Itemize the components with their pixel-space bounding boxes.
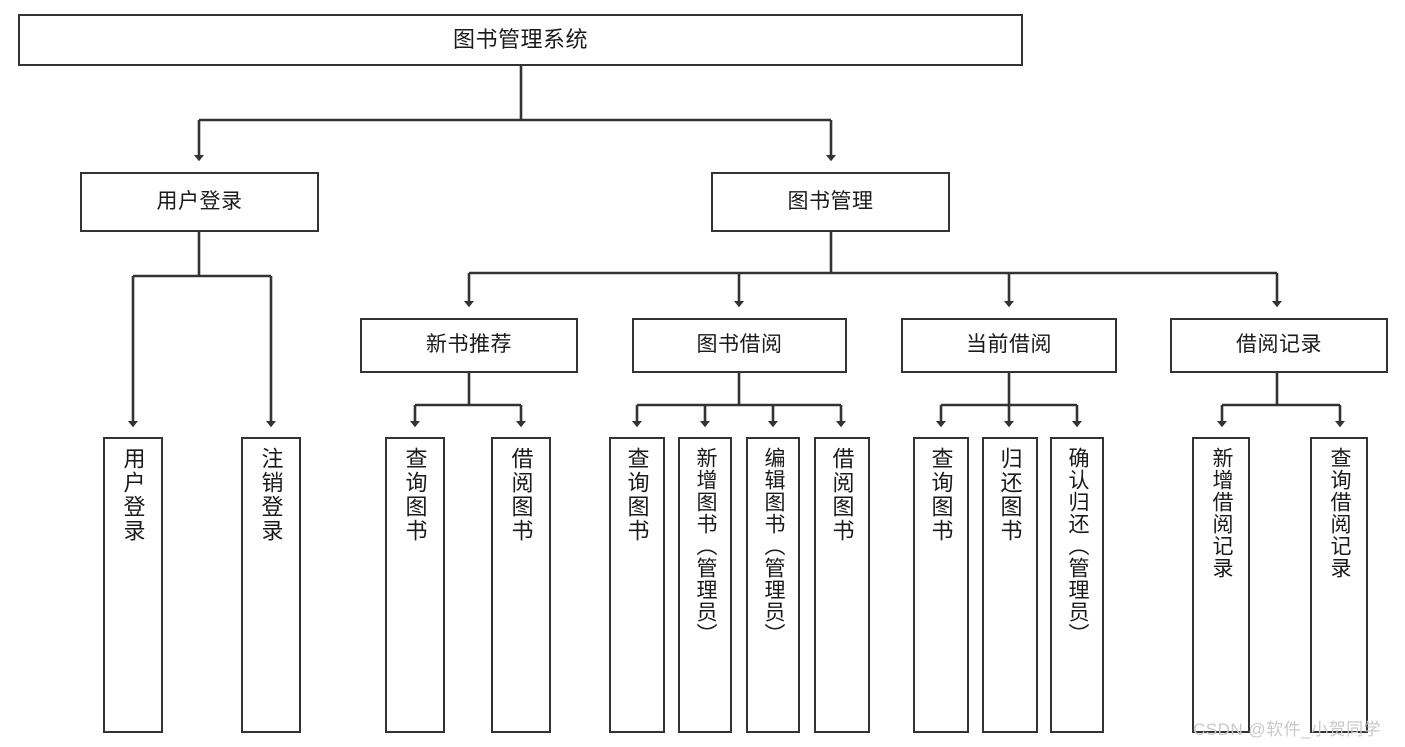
node-leaf-confirm-return-admin[interactable]: 确认归还（管理员） — [1050, 437, 1104, 733]
node-label: 用户登录 — [120, 447, 146, 543]
node-label: 查询借阅记录 — [1328, 447, 1352, 579]
node-label: 查询图书 — [928, 447, 954, 543]
node-leaf-query-book-recommend[interactable]: 查询图书 — [385, 437, 445, 733]
node-leaf-add-book-admin[interactable]: 新增图书（管理员） — [678, 437, 732, 733]
node-label: 新增图书（管理员） — [694, 447, 718, 645]
node-label: 借阅记录 — [1236, 333, 1322, 357]
node-label: 查询图书 — [624, 447, 650, 543]
node-label: 用户登录 — [156, 189, 243, 213]
node-leaf-query-book-borrow[interactable]: 查询图书 — [609, 437, 665, 733]
node-leaf-user-login[interactable]: 用户登录 — [103, 437, 163, 733]
node-borrow-record[interactable]: 借阅记录 — [1170, 318, 1388, 373]
node-label: 确认归还（管理员） — [1066, 447, 1090, 645]
node-label: 图书借阅 — [696, 333, 783, 357]
node-book-management[interactable]: 图书管理 — [711, 172, 950, 232]
node-label: 当前借阅 — [966, 333, 1052, 357]
node-new-book-recommend[interactable]: 新书推荐 — [360, 318, 578, 373]
node-user-login[interactable]: 用户登录 — [80, 172, 319, 232]
csdn-watermark: CSDN @软件_小贺同学 — [1193, 720, 1382, 739]
node-leaf-query-borrow-record[interactable]: 查询借阅记录 — [1310, 437, 1368, 733]
node-leaf-borrow-book-recommend[interactable]: 借阅图书 — [491, 437, 551, 733]
node-leaf-query-book-current[interactable]: 查询图书 — [913, 437, 969, 733]
node-label: 注销登录 — [258, 447, 284, 543]
node-label: 图书管理 — [787, 189, 874, 213]
node-label: 图书管理系统 — [452, 27, 588, 53]
node-leaf-borrow-book[interactable]: 借阅图书 — [814, 437, 870, 733]
node-root-book-management-system[interactable]: 图书管理系统 — [18, 14, 1023, 66]
node-leaf-add-borrow-record[interactable]: 新增借阅记录 — [1192, 437, 1250, 733]
node-label: 借阅图书 — [508, 447, 534, 543]
node-label: 借阅图书 — [829, 447, 855, 543]
node-leaf-return-book[interactable]: 归还图书 — [982, 437, 1038, 733]
node-label: 新增借阅记录 — [1210, 447, 1234, 579]
node-label: 编辑图书（管理员） — [762, 447, 786, 645]
node-book-borrow[interactable]: 图书借阅 — [632, 318, 847, 373]
node-leaf-logout[interactable]: 注销登录 — [241, 437, 301, 733]
node-current-borrow[interactable]: 当前借阅 — [901, 318, 1117, 373]
node-label: 新书推荐 — [426, 333, 512, 357]
node-label: 查询图书 — [402, 447, 428, 543]
node-label: 归还图书 — [997, 447, 1023, 543]
node-leaf-edit-book-admin[interactable]: 编辑图书（管理员） — [746, 437, 800, 733]
